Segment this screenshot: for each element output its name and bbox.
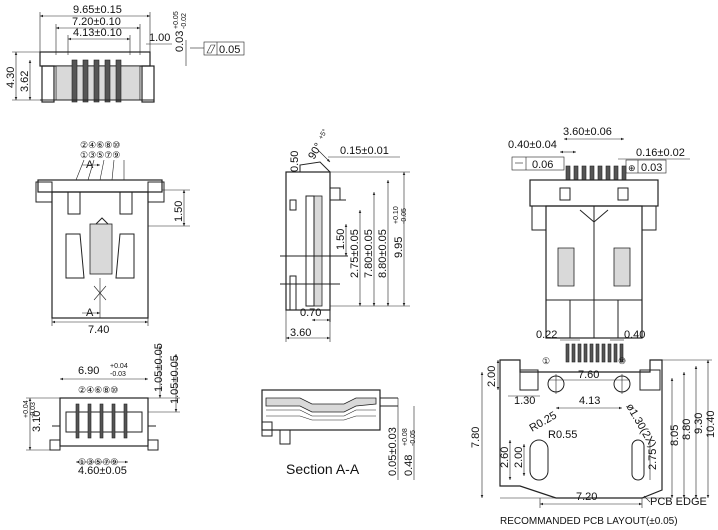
bf-height-b: 1.05±0.05 <box>169 355 181 404</box>
top-height-body: 3.62 <box>19 71 31 92</box>
pcb-edge-label: PCB EDGE <box>650 496 707 508</box>
rear-pads <box>565 165 627 181</box>
section-height: 0.48 <box>403 455 415 476</box>
top-view: 9.65±0.15 7.20±0.10 4.13±0.10 1.00 0.03 … <box>5 4 245 103</box>
side-pin2: 7.80±0.05 <box>363 229 375 278</box>
rear-coplanarity: 0.06 <box>532 159 553 171</box>
pcb-left-h: 7.80 <box>470 427 482 448</box>
rear-view: 3.60±0.06 0.40±0.04 0.16±0.02 0.06 ⊕ 0.0… <box>508 126 690 339</box>
bf-pins <box>75 403 128 439</box>
side-angle: 90° <box>306 141 325 161</box>
side-overall: 9.95 <box>393 237 405 258</box>
side-lead-thickness: 0.15±0.01 <box>340 145 389 157</box>
top-shell-offset: 1.00 <box>149 32 170 44</box>
pcb-pin-last: ⑩ <box>618 356 626 366</box>
pcb-bottom-width: 7.20 <box>576 491 597 503</box>
pcb-slot-bottom: 2.75 <box>647 449 659 470</box>
pcb-footnote: RECOMMANDED PCB LAYOUT(±0.05) <box>500 516 678 527</box>
rear-lead-width: 0.16±0.02 <box>636 147 685 159</box>
side-pin3: 8.80±0.05 <box>377 229 389 278</box>
top-overall-width: 9.65±0.15 <box>73 4 122 16</box>
bf-height-a: 1.05±0.05 <box>153 343 165 392</box>
pcb-right-4: 10.40 <box>705 410 717 438</box>
section-thickness: 0.05±0.03 <box>387 427 399 476</box>
top-flatness: 0.05 <box>219 44 240 56</box>
bf-side-tol-plus: +0.04 <box>23 400 30 418</box>
bf-side-tol-minus: -0.03 <box>30 402 37 418</box>
top-pins <box>71 59 122 103</box>
side-foot: 1.50 <box>335 229 347 250</box>
pcb-slot-w: 2.00 <box>513 447 525 468</box>
rear-position-tol: 0.03 <box>641 162 662 174</box>
pcb-hole-dia: ø1.30(2X) <box>623 402 658 450</box>
rear-row-span: 3.60±0.06 <box>563 126 612 138</box>
side-body-depth: 3.60 <box>290 327 311 339</box>
bf-opening-tol-plus: +0.04 <box>110 363 128 370</box>
pcb-offset: 1.30 <box>514 395 535 407</box>
section-caption: Section A-A <box>286 461 360 477</box>
pcb-right-2: 8.80 <box>681 419 693 440</box>
rear-pitch: 0.40±0.04 <box>508 139 557 151</box>
pcb-top-pad-h: 2.00 <box>486 366 498 387</box>
pcb-pad-width: 0.22 <box>536 329 557 341</box>
section-a-a: Section A-A 0.05±0.03 0.48 +0.08 -0.05 <box>261 389 417 480</box>
side-overall-tol-plus: +0.10 <box>393 206 400 224</box>
rear-position-symbol: ⊕ <box>628 163 636 173</box>
pcb-r2: R0.55 <box>548 429 577 441</box>
bf-opening-tol-minus: -0.03 <box>110 371 126 378</box>
section-height-tol-plus: +0.08 <box>402 428 409 446</box>
front-pins-even: ②④⑥⑧⑩ <box>80 140 120 150</box>
top-thickness-tol-plus: +0.05 <box>173 11 180 29</box>
pcb-layout: 0.22 0.40 ① ⑩ 7.60 4.13 <box>470 329 717 527</box>
section-height-tol-minus: -0.05 <box>410 430 417 446</box>
bf-side-height: 3.10 <box>31 411 43 432</box>
pcb-right-1: 8.05 <box>669 425 681 446</box>
pcb-hole-span: 7.60 <box>578 369 599 381</box>
side-overall-tol-minus: -0.05 <box>401 208 408 224</box>
pcb-center-span: 4.13 <box>579 395 600 407</box>
side-angle-tol: +5° <box>317 127 329 141</box>
pcb-pitch: 0.40 <box>624 329 645 341</box>
side-lead-width: 0.70 <box>300 307 321 319</box>
side-view: 0.50 90° +5° 0.15±0.01 1.50 2.75±0.05 7.… <box>280 127 410 342</box>
side-tip-dim: 0.50 <box>289 151 301 172</box>
bf-opening-width: 6.90 <box>78 365 99 377</box>
front-view: ②④⑥⑧⑩ ①③⑤⑦⑨ A A 7.40 1.50 <box>35 140 190 336</box>
pcb-fine-pads <box>565 343 624 363</box>
pcb-right-3: 9.30 <box>693 413 705 434</box>
front-width: 7.40 <box>88 324 109 336</box>
pcb-pin-first: ① <box>542 356 550 366</box>
front-top-offset: 1.50 <box>173 201 185 222</box>
top-height-total: 4.30 <box>5 67 17 88</box>
top-pin-span: 4.13±0.10 <box>73 27 122 39</box>
top-thickness: 0.03 <box>174 31 186 52</box>
bottom-front-view: 6.90 +0.04 -0.03 ②④⑥⑧⑩ ①③⑤⑦⑨ 4.60±0.05 3… <box>23 343 181 477</box>
top-thickness-tol-minus: -0.02 <box>181 13 188 29</box>
bf-pin-span: 4.60±0.05 <box>78 465 127 477</box>
pcb-slot-h: 2.60 <box>499 447 511 468</box>
front-pins-odd: ①③⑤⑦⑨ <box>80 150 120 160</box>
side-pin1: 2.75±0.05 <box>349 229 361 278</box>
top-inner-width: 7.20±0.10 <box>72 16 121 28</box>
bf-pins-even: ②④⑥⑧⑩ <box>78 385 118 395</box>
